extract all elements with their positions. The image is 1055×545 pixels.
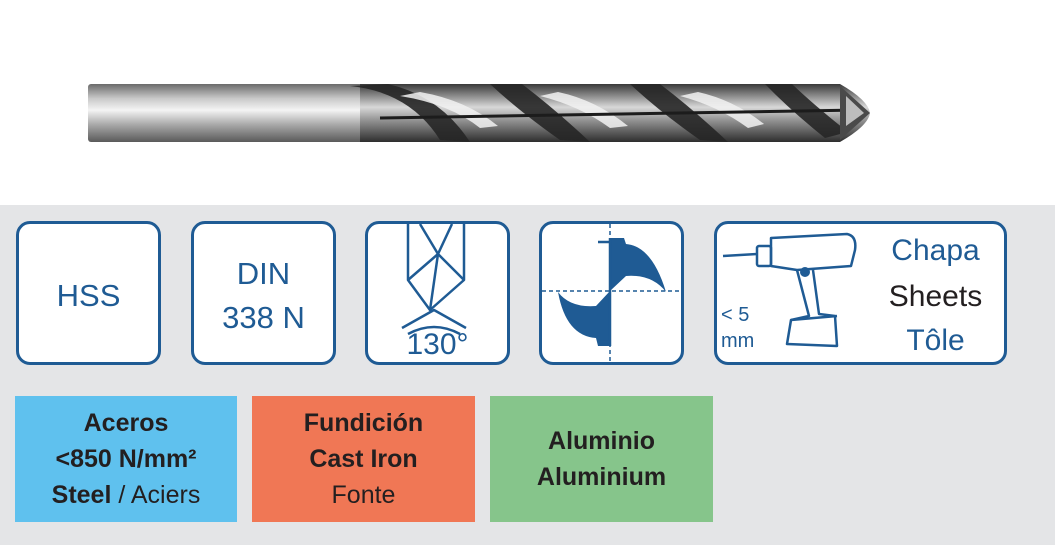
drill-point-angle-icon: [401, 224, 467, 336]
cast-iron-label-es: Fundición: [303, 409, 424, 437]
steel-strength-label: <850 N/mm²: [55, 445, 197, 473]
aluminium-label-en: Aluminium: [536, 463, 667, 491]
product-image-area: [0, 0, 1055, 205]
thickness-value: < 5: [721, 304, 750, 326]
drill-bit-image: [88, 84, 870, 142]
flute-profile-badge: [539, 221, 684, 365]
power-drill-icon: [722, 232, 857, 348]
din-number-label: 338 N: [222, 300, 305, 335]
hss-label: HSS: [56, 278, 121, 313]
sheet-label-fr: Tôle: [906, 324, 965, 357]
aluminium-label-es: Aluminio: [548, 427, 655, 455]
steel-label-en-fr: Steel / Aciers: [51, 481, 201, 509]
flute-cross-section-icon: [542, 224, 681, 362]
specs-panel: HSS DIN 338 N 130°: [0, 205, 1055, 545]
hss-material-badge: HSS: [16, 221, 161, 365]
material-cast-iron-tile: Fundición Cast Iron Fonte: [252, 396, 475, 522]
sheet-label-es: Chapa: [891, 234, 980, 267]
sheet-drilling-badge: < 5 mm Chapa Sheets Tôle: [714, 221, 1007, 365]
material-aluminium-tile: Aluminio Aluminium: [490, 396, 713, 522]
sheet-label-en: Sheets: [888, 280, 983, 313]
cast-iron-label-en: Cast Iron: [309, 445, 418, 473]
point-angle-label: 130°: [406, 328, 469, 361]
thickness-unit: mm: [721, 330, 755, 352]
point-angle-badge: 130°: [365, 221, 510, 365]
din-standard-badge: DIN 338 N: [191, 221, 336, 365]
material-steel-tile: Aceros <850 N/mm² Steel / Aciers: [15, 396, 237, 522]
steel-label-es: Aceros: [83, 409, 169, 437]
din-label: DIN: [236, 256, 291, 291]
cast-iron-label-fr: Fonte: [331, 481, 396, 509]
